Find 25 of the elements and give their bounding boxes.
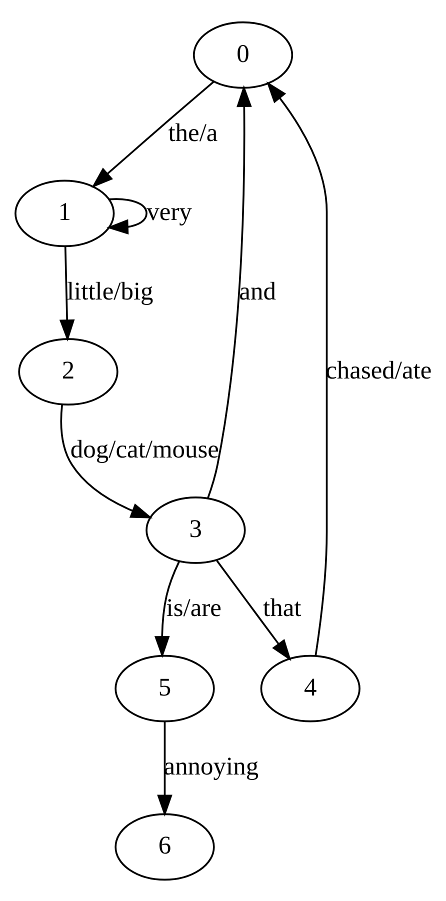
arrow	[59, 246, 75, 341]
arrow	[92, 80, 214, 188]
edge-label: that	[263, 592, 302, 622]
edge-label: the/a	[168, 117, 218, 146]
arrow	[60, 404, 153, 518]
arrow	[157, 721, 172, 816]
node-ellipse: 3	[146, 496, 246, 564]
node-ellipse: 1	[14, 179, 115, 247]
node-ellipse: 0	[192, 20, 294, 88]
node-ellipse: 5	[114, 654, 215, 722]
node-ellipse: 4	[260, 654, 360, 722]
arrow	[154, 560, 180, 658]
edge-label: little/big	[66, 276, 154, 305]
arrow	[106, 198, 148, 234]
node-ellipse: 6	[114, 812, 215, 880]
edge-label: very	[146, 196, 192, 226]
edge-label: and	[239, 276, 276, 305]
edge-label: dog/cat/mouse	[70, 434, 219, 464]
arrow	[206, 84, 252, 498]
node-ellipse: 2	[18, 338, 118, 405]
edge-label: annoying	[164, 750, 259, 780]
edge-label: chased/ate	[326, 355, 432, 384]
arrow	[216, 560, 292, 661]
edge-label: is/are	[166, 592, 222, 622]
arrow	[266, 80, 328, 656]
